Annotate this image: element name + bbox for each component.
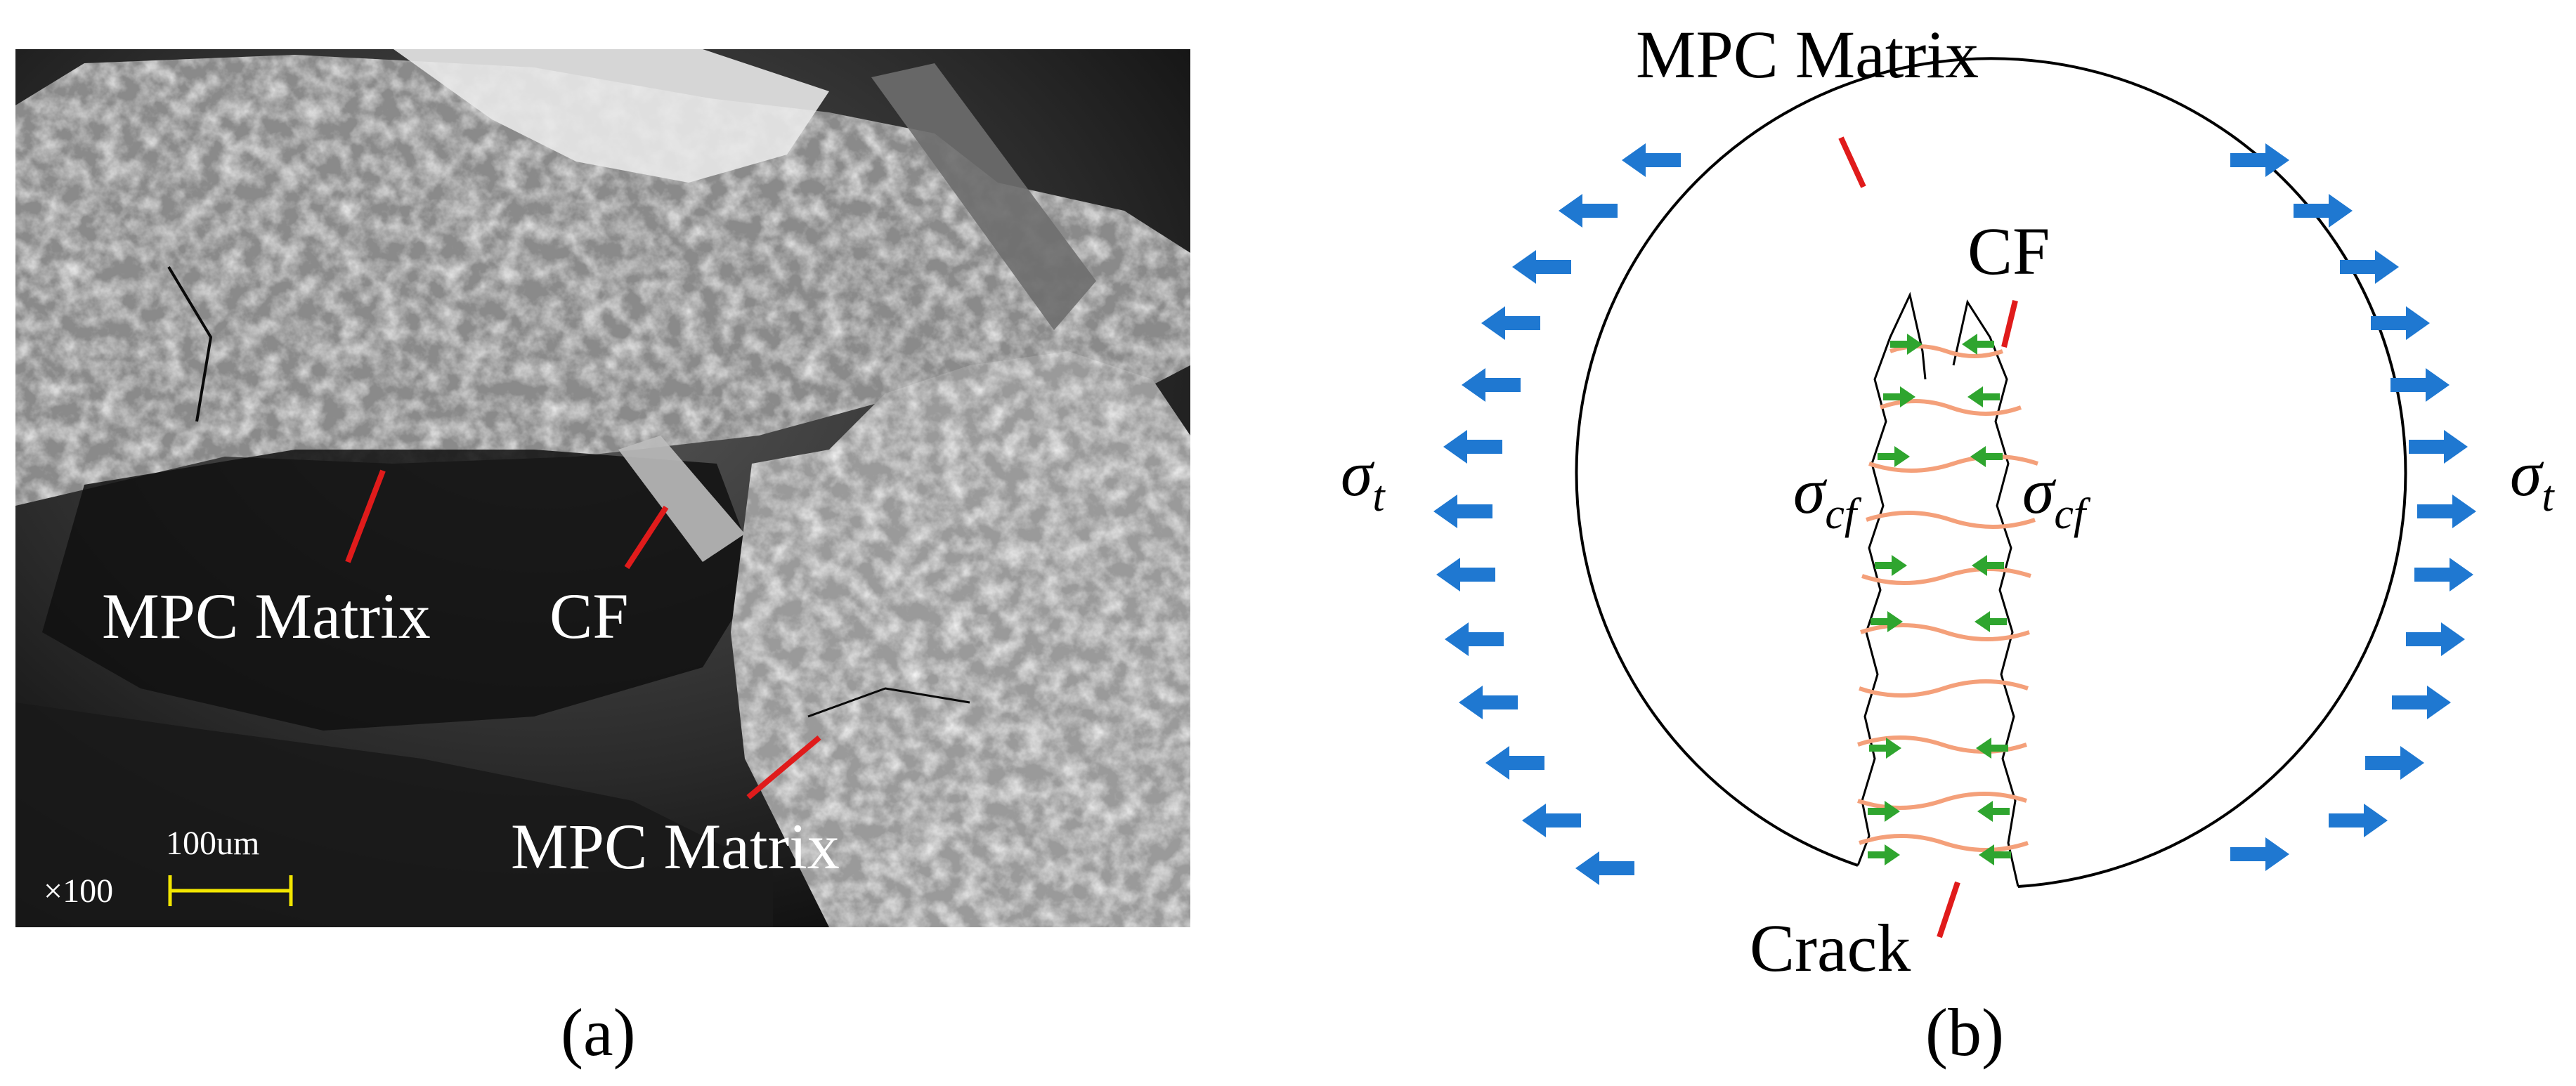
tension-arrows-left bbox=[1433, 143, 1681, 885]
sigma-cf-right-sub: cf bbox=[2054, 490, 2091, 538]
sigma-t-left-symbol: σ bbox=[1341, 438, 1375, 509]
leader-line-matrix-left bbox=[345, 469, 386, 563]
caption-a: (a) bbox=[561, 995, 636, 1070]
scale-bar: 100um ×100 bbox=[44, 825, 293, 910]
magnification-label: ×100 bbox=[44, 872, 113, 910]
sigma-cf-right-symbol: σ bbox=[2022, 455, 2057, 527]
leader-line-cf bbox=[2001, 300, 2018, 348]
label-mpc-matrix-left: MPC Matrix bbox=[102, 580, 431, 652]
label-mpc-matrix-bottom: MPC Matrix bbox=[511, 811, 840, 882]
sigma-t-right-symbol: σ bbox=[2510, 438, 2544, 509]
label-crack: Crack bbox=[1750, 910, 1911, 986]
panel-b-bridging-schematic: MPC Matrix CF Crack σt σt σcf σcf (b) bbox=[1341, 17, 2555, 1070]
label-cf: CF bbox=[549, 580, 629, 652]
bridging-stress-arrows bbox=[1868, 334, 2011, 865]
matrix-circle-outline bbox=[1575, 57, 2407, 888]
label-cf-b: CF bbox=[1967, 214, 2050, 289]
sigma-cf-left-symbol: σ bbox=[1793, 455, 1828, 527]
leader-line-matrix bbox=[1838, 136, 1866, 188]
label-mpc-matrix: MPC Matrix bbox=[1636, 17, 1979, 92]
sigma-t-right-sub: t bbox=[2542, 473, 2555, 521]
caption-b: (b) bbox=[1925, 995, 2004, 1070]
sigma-t-right: σt bbox=[2510, 438, 2555, 521]
sem-image bbox=[15, 49, 1190, 927]
panel-a-sem-micrograph: MPC Matrix CF MPC Matrix 100um ×100 (a) bbox=[15, 49, 1190, 1070]
sigma-cf-left-sub: cf bbox=[1825, 490, 1862, 538]
leader-line-matrix-bottom bbox=[746, 735, 821, 800]
sigma-cf-right: σcf bbox=[2022, 455, 2091, 538]
sigma-t-left: σt bbox=[1341, 438, 1386, 521]
sigma-cf-left: σcf bbox=[1793, 455, 1862, 538]
leader-line-crack bbox=[1937, 881, 1960, 938]
sigma-t-left-sub: t bbox=[1372, 473, 1386, 521]
scale-bar-length-label: 100um bbox=[166, 825, 259, 862]
tension-arrows-right bbox=[2230, 143, 2476, 871]
crack-left-wall bbox=[1856, 292, 1927, 866]
crack-right-wall bbox=[1952, 299, 2019, 887]
leader-line-fiber bbox=[624, 505, 669, 570]
